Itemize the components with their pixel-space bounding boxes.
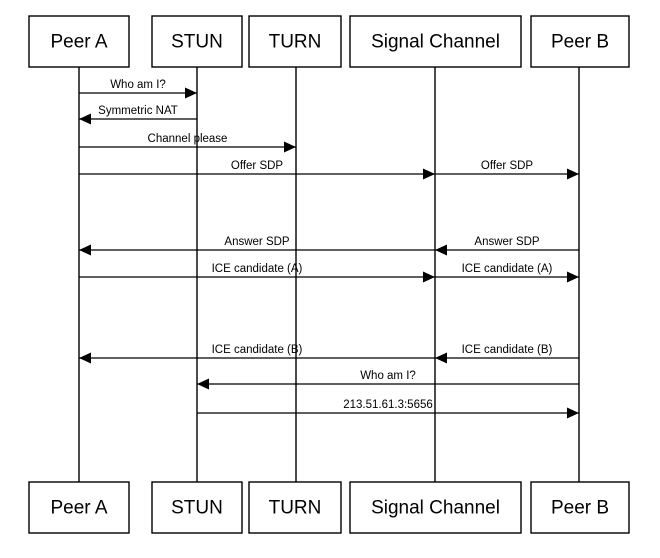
message-m10[interactable]: ICE candidate (B) [79,344,435,364]
message-label: Who am I? [110,79,166,91]
arrowhead-icon [79,113,91,125]
participant-label-peer-a: Peer A [50,32,107,53]
arrowhead-icon [79,352,91,364]
participant-box-peer-b-top[interactable]: Peer B [530,15,630,68]
participant-box-peer-a-bottom[interactable]: Peer A [28,481,130,534]
participant-label-peer-b: Peer B [551,498,609,519]
participant-label-peer-a: Peer A [50,498,107,519]
message-label: Channel please [148,133,228,145]
arrowhead-icon [567,271,579,283]
participant-box-stun-bottom[interactable]: STUN [151,481,243,534]
participant-box-frame [248,481,342,534]
participant-label-stun: STUN [171,498,223,519]
message-label: Offer SDP [231,160,284,172]
message-label: ICE candidate (B) [212,344,303,356]
message-label: ICE candidate (A) [462,263,553,275]
participant-box-signal-channel-bottom[interactable]: Signal Channel [349,481,522,534]
messages-layer: Who am I? Symmetric NAT Channel pleaseOffe… [79,79,579,419]
arrowhead-icon [284,141,296,153]
message-m2[interactable]: Symmetric NAT [79,105,197,125]
participant-box-peer-b-bottom[interactable]: Peer B [530,481,630,534]
message-m8[interactable]: ICE candidate (A) [79,263,435,283]
message-label: Who am I? [360,370,416,382]
participant-box-turn-bottom[interactable]: TURN [248,481,342,534]
participant-label-stun: STUN [171,32,223,53]
message-m7[interactable]: Answer SDP [435,236,579,256]
participant-label-signal-channel: Signal Channel [371,498,500,519]
participant-box-frame [151,15,243,68]
participant-box-frame [248,15,342,68]
participant-label-turn: TURN [269,32,322,53]
participant-box-signal-channel-top[interactable]: Signal Channel [349,15,522,68]
participant-box-frame [530,15,630,68]
participant-boxes-top: Peer A STUN TURN Signal Channel Peer B [28,15,630,68]
message-m13[interactable]: 213.51.61.3:5656 [197,399,579,419]
participant-box-frame [349,15,522,68]
arrowhead-icon [567,407,579,419]
arrowhead-icon [79,244,91,256]
message-label: Answer SDP [474,236,540,248]
message-label: Symmetric NAT [98,105,178,117]
participant-label-signal-channel: Signal Channel [371,32,500,53]
message-m5[interactable]: Offer SDP [435,160,579,180]
message-label: ICE candidate (B) [462,344,553,356]
arrowhead-icon [185,87,197,99]
participant-box-frame [349,481,522,534]
arrowhead-icon [197,378,209,390]
arrowhead-icon [435,244,447,256]
participant-box-turn-top[interactable]: TURN [248,15,342,68]
arrowhead-icon [567,168,579,180]
message-m3[interactable]: Channel please [79,133,296,153]
participant-box-frame [28,15,130,68]
participant-box-frame [151,481,243,534]
arrowhead-icon [423,271,435,283]
participant-label-peer-b: Peer B [551,32,609,53]
message-label: Answer SDP [224,236,290,248]
message-label: Offer SDP [481,160,534,172]
message-m12[interactable]: Who am I? [197,370,579,390]
arrowhead-icon [423,168,435,180]
participant-box-stun-top[interactable]: STUN [151,15,243,68]
participant-box-frame [28,481,130,534]
message-m9[interactable]: ICE candidate (A) [435,263,579,283]
participant-boxes-bottom: Peer A STUN TURN Signal Channel Peer B [28,481,630,534]
arrowhead-icon [435,352,447,364]
participant-box-frame [530,481,630,534]
participant-box-peer-a-top[interactable]: Peer A [28,15,130,68]
message-m4[interactable]: Offer SDP [79,160,435,180]
message-m6[interactable]: Answer SDP [79,236,435,256]
message-m1[interactable]: Who am I? [79,79,197,99]
message-label: 213.51.61.3:5656 [343,399,433,411]
message-label: ICE candidate (A) [212,263,303,275]
participant-label-turn: TURN [269,498,322,519]
message-m11[interactable]: ICE candidate (B) [435,344,579,364]
